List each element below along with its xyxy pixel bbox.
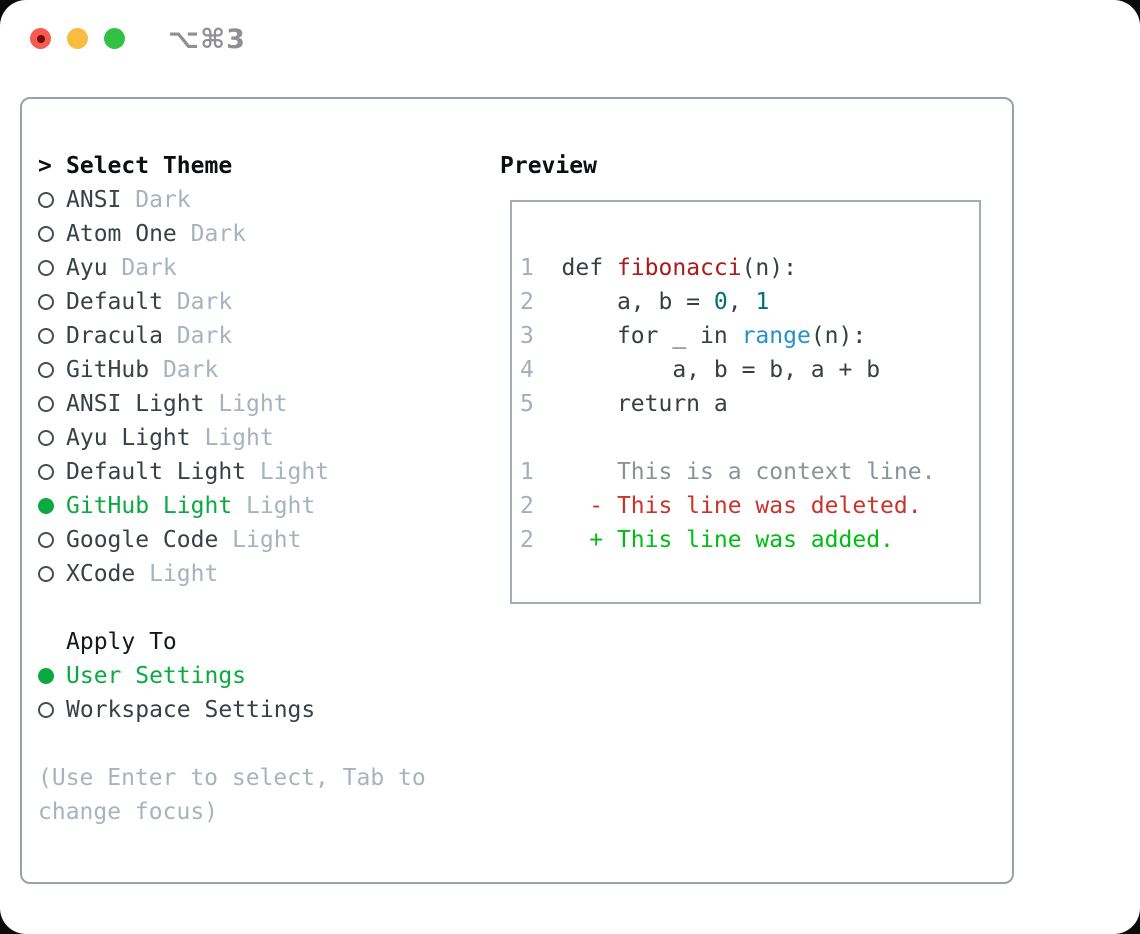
theme-option-xcode[interactable]: XCode Light (38, 557, 490, 591)
close-button[interactable] (30, 28, 51, 49)
theme-variant-tag: Light (218, 527, 302, 553)
code-line: 2 - This line was deleted. (520, 493, 922, 519)
option-label: Default (66, 289, 163, 315)
line-number: 2 (520, 527, 534, 553)
line-number: 2 (520, 493, 534, 519)
apply-to-header: Apply To (38, 625, 490, 659)
spacer (38, 591, 490, 625)
theme-option-ayu[interactable]: Ayu Dark (38, 251, 490, 285)
option-label: Dracula (66, 323, 163, 349)
theme-option-default[interactable]: Default Dark (38, 285, 490, 319)
radio-unselected-icon (38, 702, 54, 718)
code-line: 1 This is a context line. (520, 459, 936, 485)
window-title: ⌥⌘3 (168, 24, 246, 55)
radio-unselected-icon (38, 192, 54, 208)
zoom-button[interactable] (104, 28, 125, 49)
title-bar: ⌥⌘3 (0, 0, 1140, 70)
theme-option-ansi-light[interactable]: ANSI Light Light (38, 387, 490, 421)
option-label: Ayu (66, 255, 108, 281)
code-line: 2 + This line was added. (520, 527, 894, 553)
theme-variant-tag: Light (135, 561, 219, 587)
line-number: 5 (520, 391, 534, 417)
option-label: ANSI (66, 187, 122, 213)
theme-variant-tag: Light (232, 493, 316, 519)
theme-list-title: Select Theme (66, 153, 233, 179)
traffic-lights (30, 28, 125, 49)
theme-option-ansi[interactable]: ANSI Dark (38, 183, 490, 217)
theme-option-default-light[interactable]: Default Light Light (38, 455, 490, 489)
spacer (38, 727, 490, 761)
option-label: Google Code (66, 527, 219, 553)
theme-option-dracula[interactable]: Dracula Dark (38, 319, 490, 353)
radio-unselected-icon (38, 328, 54, 344)
code-line: 5 return a (520, 391, 728, 417)
theme-option-github-light[interactable]: GitHub Light Light (38, 489, 490, 523)
theme-variant-tag: Dark (121, 187, 191, 213)
radio-unselected-icon (38, 362, 54, 378)
radio-unselected-icon (38, 396, 54, 412)
line-number: 3 (520, 323, 534, 349)
theme-variant-tag: Light (204, 391, 288, 417)
theme-variant-tag: Dark (149, 357, 219, 383)
theme-variant-tag: Light (190, 425, 274, 451)
radio-unselected-icon (38, 260, 54, 276)
option-label: Default Light (66, 459, 247, 485)
radio-selected-icon (38, 668, 54, 684)
theme-variant-tag: Light (246, 459, 330, 485)
option-label: ANSI Light (66, 391, 205, 417)
apply-option-user-settings[interactable]: User Settings (38, 659, 490, 693)
radio-unselected-icon (38, 226, 54, 242)
code-line: 4 a, b = b, a + b (520, 357, 881, 383)
code-line: 1 def fibonacci(n): (520, 255, 797, 281)
line-number: 4 (520, 357, 534, 383)
apply-to-title: Apply To (66, 629, 177, 655)
radio-unselected-icon (38, 430, 54, 446)
preview-title: Preview (500, 153, 597, 179)
option-label: GitHub Light (66, 493, 233, 519)
option-label: Ayu Light (66, 425, 191, 451)
apply-option-workspace-settings[interactable]: Workspace Settings (38, 693, 490, 727)
code-preview: 1 def fibonacci(n): 2 a, b = 0, 1 3 for _ … (520, 251, 979, 557)
code-blank-line (520, 421, 979, 455)
option-label: Atom One (66, 221, 177, 247)
radio-unselected-icon (38, 294, 54, 310)
keyboard-hint: (Use Enter to select, Tab to change focu… (38, 765, 426, 825)
radio-unselected-icon (38, 532, 54, 548)
theme-option-ayu-light[interactable]: Ayu Light Light (38, 421, 490, 455)
option-label: GitHub (66, 357, 150, 383)
code-line: 3 for _ in range(n): (520, 323, 867, 349)
theme-variant-tag: Dark (162, 323, 233, 349)
option-label: XCode (66, 561, 136, 587)
preview-pane: 1 def fibonacci(n): 2 a, b = 0, 1 3 for _ … (510, 200, 981, 604)
option-label: User Settings (66, 663, 247, 689)
theme-variant-tag: Dark (176, 221, 247, 247)
option-label: Workspace Settings (66, 697, 316, 723)
radio-unselected-icon (38, 566, 54, 582)
theme-option-google-code[interactable]: Google Code Light (38, 523, 490, 557)
radio-selected-icon (38, 498, 54, 514)
line-number: 2 (520, 289, 534, 315)
theme-option-atom-one[interactable]: Atom One Dark (38, 217, 490, 251)
select-theme-header: > Select Theme (38, 149, 490, 183)
line-number: 1 (520, 255, 534, 281)
prompt-icon: > (38, 153, 52, 179)
theme-variant-tag: Dark (162, 289, 233, 315)
theme-option-github[interactable]: GitHub Dark (38, 353, 490, 387)
code-line: 2 a, b = 0, 1 (520, 289, 770, 315)
minimize-button[interactable] (67, 28, 88, 49)
radio-unselected-icon (38, 464, 54, 480)
theme-variant-tag: Dark (107, 255, 177, 281)
line-number: 1 (520, 459, 534, 485)
